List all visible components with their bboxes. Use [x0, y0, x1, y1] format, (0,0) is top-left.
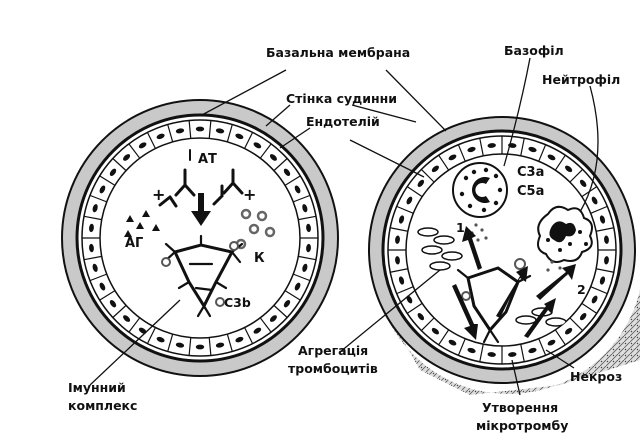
- neutrophil-label: Нейтрофіл: [542, 72, 620, 87]
- platelet-aggregation-label-line2: тромбоцитів: [288, 361, 378, 376]
- basement-membrane-label: Базальна мембрана: [266, 45, 410, 60]
- antigen-label: АГ: [125, 236, 143, 251]
- vessel-wall-label: Стінка судинни: [286, 91, 397, 106]
- step-1-label: 1: [456, 220, 465, 235]
- endothelial-cell-nucleus: [196, 127, 204, 132]
- immune-complex-label-line1: Імунний: [68, 380, 126, 395]
- complement-label: К: [254, 251, 265, 266]
- endothelial-cell-nucleus: [196, 345, 204, 350]
- step-2-label: 2: [577, 282, 586, 297]
- c3a-label: C3a: [517, 165, 544, 180]
- immune-complex-label-line2: комплекс: [68, 398, 137, 413]
- left-vessel: АТ + + АГ К: [62, 100, 338, 376]
- microthrombus-label-line2: мікротромбу: [476, 418, 568, 433]
- c3b-label: C3b: [224, 295, 251, 310]
- plus-sign-left: +: [152, 185, 165, 204]
- platelet-aggregation-label-line1: Агрегація: [298, 343, 368, 358]
- plus-sign-right: +: [243, 185, 256, 204]
- antibody-label: АТ: [198, 152, 217, 167]
- basophil-label: Базофіл: [504, 43, 564, 58]
- microthrombus-label-line1: Утворення: [482, 400, 558, 415]
- right-vessel: C3a C5a 1 2: [369, 117, 640, 395]
- necrosis-label: Некроз: [570, 369, 622, 384]
- c5a-label: C5a: [517, 184, 544, 199]
- endothelium-label: Ендотелій: [306, 114, 380, 129]
